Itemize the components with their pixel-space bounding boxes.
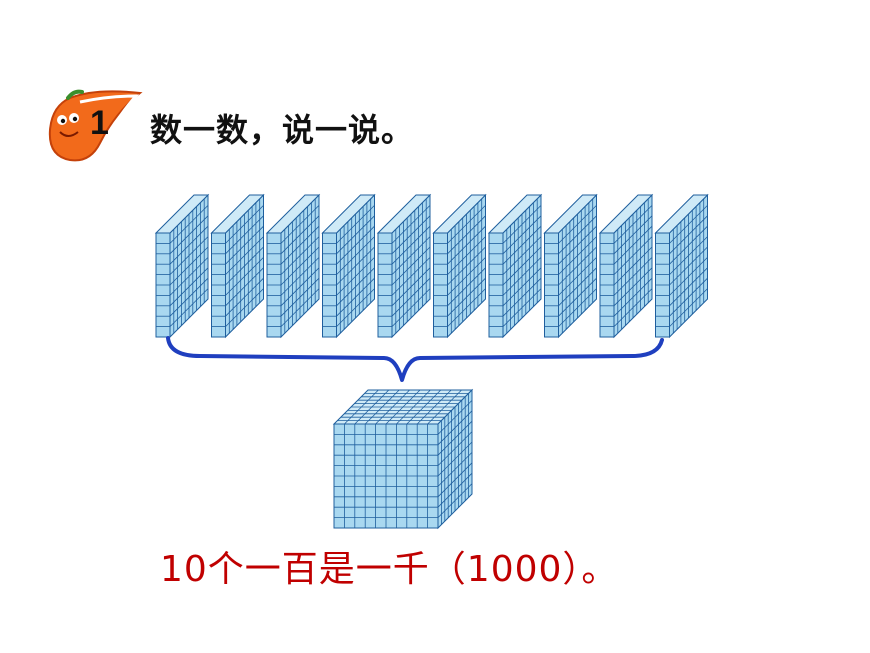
exercise-title: 数一数，说一说。 (150, 111, 415, 149)
hundred-flat (654, 193, 709, 339)
thousand-cube (332, 388, 474, 530)
hundred-flat (321, 193, 376, 339)
hundred-flat (376, 193, 432, 339)
caption-text: 10个一百是一千（1000）。 (160, 549, 619, 590)
hundred-flat (487, 193, 543, 339)
hundred-flat (154, 193, 210, 339)
brace (166, 336, 664, 382)
hundred-flat (598, 193, 654, 339)
exercise-number: 1 (90, 104, 109, 142)
hundred-flat (265, 193, 321, 339)
chili-pepper-mascot-icon (48, 89, 143, 162)
hundred-flat (432, 193, 487, 339)
hundred-flat (210, 193, 265, 339)
hundred-flat (543, 193, 598, 339)
